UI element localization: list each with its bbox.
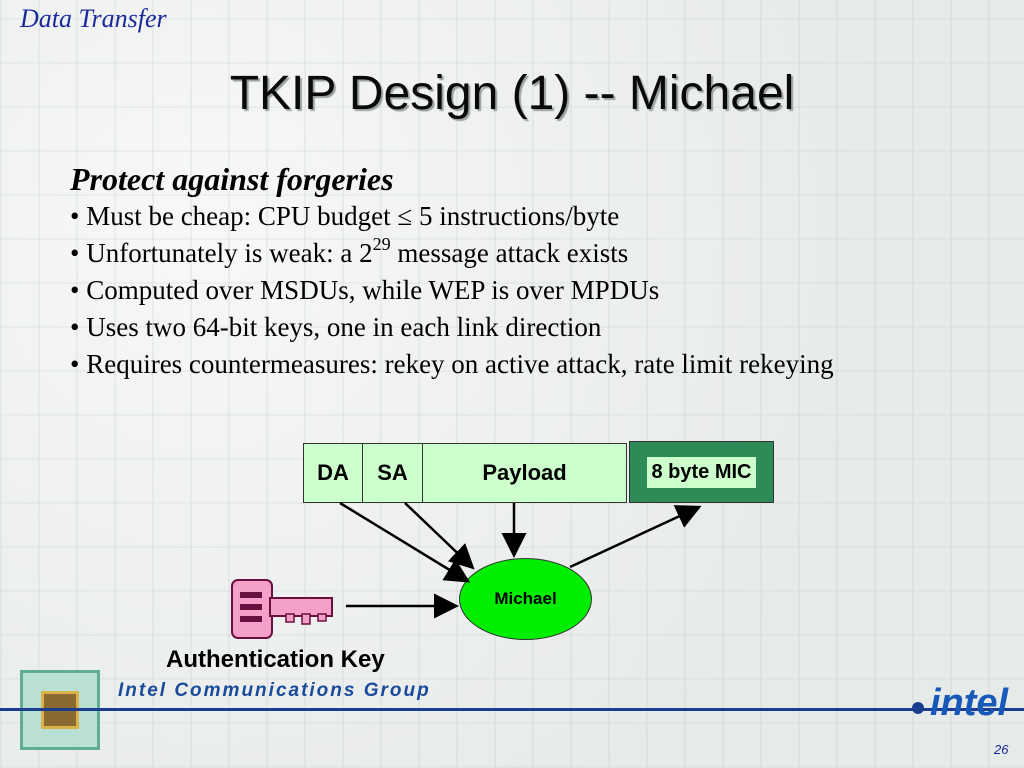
authentication-key-label: Authentication Key <box>166 646 385 673</box>
intel-logo: intel <box>930 682 1009 724</box>
footer-group: Intel Communications Group <box>118 680 431 701</box>
michael-node: Michael <box>459 558 592 640</box>
mic-field: 8 byte MIC <box>629 441 774 503</box>
arrow-da-to-michael <box>339 501 471 583</box>
arrow-michael-to-mic <box>569 505 702 569</box>
footer-divider <box>0 708 1024 711</box>
slide-title: TKIP Design (1) -- Michael <box>229 67 795 120</box>
bullet-weakness-text-end: message attack exists <box>390 238 629 268</box>
bullet-countermeasures: • Requires countermeasures: rekey on act… <box>70 349 834 379</box>
subheading: Protect against forgeries <box>70 161 394 197</box>
field-da: DA <box>303 443 363 503</box>
section-label: Data Transfer <box>20 4 167 33</box>
arrow-sa-to-michael <box>404 502 475 570</box>
bullet-weakness-text: • Unfortunately is weak: a 2 <box>70 238 373 268</box>
key-icon <box>231 579 333 639</box>
exponent: 29 <box>372 234 391 254</box>
bullet-keys: • Uses two 64-bit keys, one in each link… <box>70 312 602 342</box>
bullet-weakness: • Unfortunately is weak: a 229 message a… <box>70 235 950 272</box>
field-payload: Payload <box>422 443 627 503</box>
slide-body: Protect against forgeries • Must be chea… <box>70 160 950 383</box>
bullet-cpu-budget: • Must be cheap: CPU budget ≤ 5 instruct… <box>70 201 620 231</box>
mic-label: 8 byte MIC <box>647 456 756 488</box>
page-number: 26 <box>994 742 1009 757</box>
bullet-msdu: • Computed over MSDUs, while WEP is over… <box>70 275 660 305</box>
footer-dot <box>912 702 924 714</box>
field-sa: SA <box>362 443 423 503</box>
